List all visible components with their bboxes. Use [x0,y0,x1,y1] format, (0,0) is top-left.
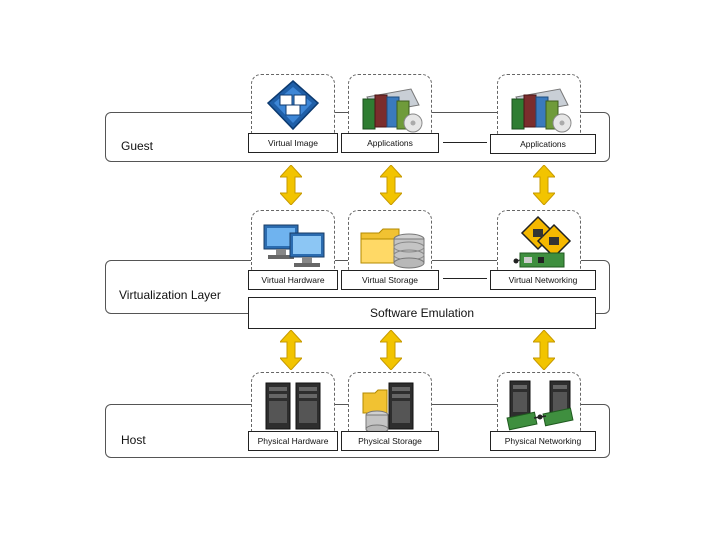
guest-connector-line [443,142,487,143]
applications-icon-box-1 [348,74,432,142]
physical-networking-icon [506,380,574,431]
bidirectional-arrow-icon [531,329,557,371]
guest-layer-label: Guest [121,139,154,153]
virtualization-connector-line [443,278,487,279]
virtual-image-icon [266,80,320,131]
caption-virtual-hardware: Virtual Hardware [248,270,338,290]
caption-virtual-image: Virtual Image [248,133,338,153]
caption-virtual-networking: Virtual Networking [490,270,596,290]
applications-icon [511,88,572,133]
bidirectional-arrow-icon [531,164,557,206]
physical-hardware-icon [265,382,321,430]
caption-physical-storage: Physical Storage [341,431,439,451]
host-layer-label: Host [121,433,146,447]
caption-physical-networking: Physical Networking [490,431,596,451]
physical-storage-icon [362,382,414,434]
applications-icon-box-2 [497,74,581,142]
virtual-storage-icon-box [348,210,432,278]
applications-icon [362,88,423,133]
virtual-storage-icon [360,228,425,269]
virtual-networking-icon [513,215,572,268]
bidirectional-arrow-icon [378,164,404,206]
bidirectional-arrow-icon [278,164,304,206]
bidirectional-arrow-icon [378,329,404,371]
caption-applications-1: Applications [341,133,439,153]
virtualization-layer-label: Virtualization Layer [119,288,221,302]
software-emulation-bar: Software Emulation [248,297,596,329]
physical-networking-icon-box [497,372,581,440]
caption-applications-2: Applications [490,134,596,154]
physical-hardware-icon-box [251,372,335,440]
caption-virtual-storage: Virtual Storage [341,270,439,290]
virtual-hardware-icon [263,224,325,267]
physical-storage-icon-box [348,372,432,440]
bidirectional-arrow-icon [278,329,304,371]
caption-physical-hardware: Physical Hardware [248,431,338,451]
virtual-hardware-icon-box [251,210,335,278]
virtual-networking-icon-box [497,210,581,278]
virtual-image-icon-box [251,74,335,142]
